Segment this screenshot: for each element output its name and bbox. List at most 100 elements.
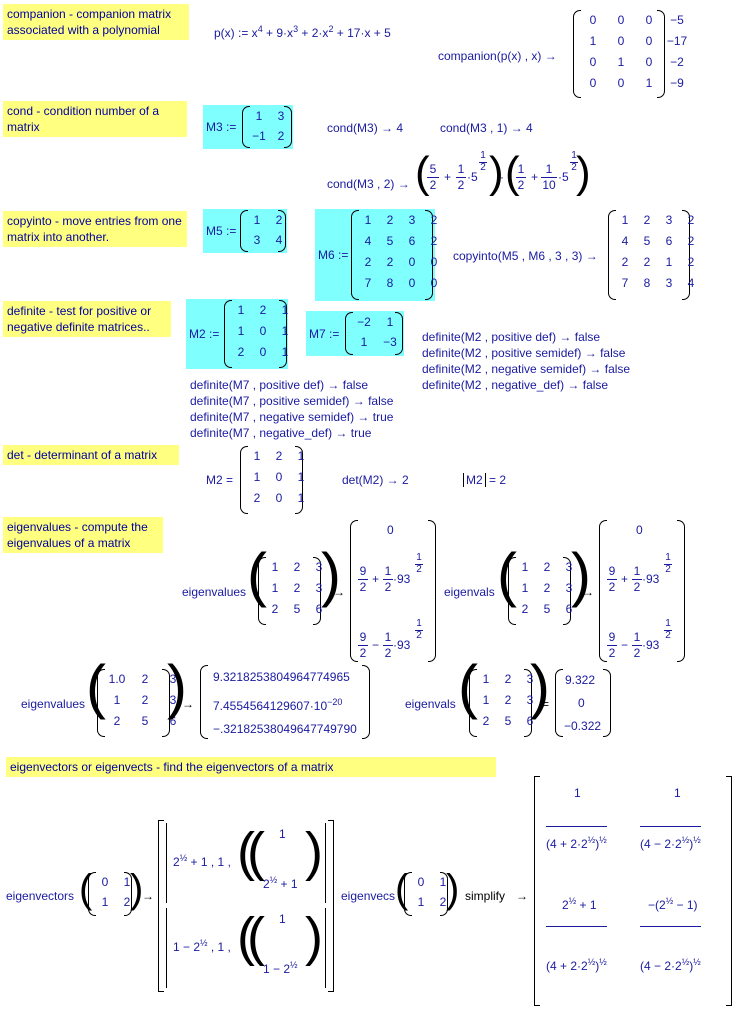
matrix-cell: 2 (543, 581, 551, 595)
paren-left: ( (237, 822, 255, 882)
paren-right: ) (446, 867, 460, 911)
matrix-cell: 5 (141, 714, 149, 728)
matrix-cell: 8 (386, 276, 394, 290)
m7-definition[interactable] (306, 311, 404, 356)
matrix-cell: 2 (643, 213, 651, 227)
num: 1 (545, 162, 553, 176)
eigenvalues-fn[interactable]: eigenvalues (182, 585, 247, 599)
cond-m3-1-result[interactable]: cond(M3 , 1) → 4 (440, 121, 533, 135)
m2-definition[interactable] (186, 299, 288, 369)
matrix-cell: 2 (237, 345, 245, 359)
den: 2 (608, 580, 616, 594)
den: 10 (542, 178, 556, 192)
eigenvalues-float-fn[interactable]: eigenvalues (21, 697, 86, 711)
eigenvecs-fn[interactable]: eigenvecs (341, 889, 396, 903)
matrix-cell: 6 (315, 602, 323, 616)
eigenvals-float-fn[interactable]: eigenvals (405, 697, 456, 711)
op: + (372, 572, 380, 586)
matrix-cell: 1 (364, 213, 372, 227)
matrix-cell: 0 (589, 76, 597, 90)
exp: 4 (257, 24, 263, 34)
den: 2 (517, 178, 525, 192)
paren-right: ) (571, 541, 591, 608)
arrow: → (582, 585, 594, 599)
base: ·93 (393, 638, 411, 652)
polynomial-definition[interactable]: p(x) := x4 + 9·x3 + 2·x2 + 17·x + 5 (214, 24, 391, 40)
matrix-cell: 1 (617, 55, 625, 69)
cond-label: cond - condition number of a matrix (3, 101, 187, 137)
matrix-cell: 2 (259, 303, 267, 317)
matrix-cell: 3 (277, 109, 285, 123)
matrix-cell: 2 (430, 213, 438, 227)
result-line[interactable]: definite(M2 , negative semidef) → false (422, 362, 631, 376)
op: − (621, 638, 629, 652)
eigenvectors-label: eigenvectors or eigenvects - find the ei… (6, 757, 496, 777)
value: 0 (578, 696, 585, 710)
copyinto-call[interactable]: copyinto(M5 , M6 , 3 , 3) → (453, 249, 598, 263)
paren-left: ( (505, 148, 520, 197)
plus: + (444, 170, 452, 184)
matrix-cell: 1.0 (108, 672, 126, 686)
paren-right: ) (530, 653, 550, 720)
result-line[interactable]: definite(M7 , negative semidef) → true (190, 410, 394, 424)
cond-m3-2-call[interactable]: cond(M3 , 2) → (327, 177, 410, 191)
cond-m3-result[interactable]: cond(M3) → 4 (327, 121, 404, 135)
eigenvectors-fn[interactable]: eigenvectors (6, 889, 75, 903)
result-line[interactable]: definite(M7 , positive def) → false (190, 378, 369, 392)
matrix-cell: 0 (259, 345, 267, 359)
eigenvecs-result: 1 (4 + 2·2½)½ 1 (4 − 2·2½)½ 2½ + 1 (4 + … (534, 776, 732, 1006)
expr: 1 − 2½ , 1 , (173, 938, 231, 954)
companion-call[interactable]: companion(p(x) , x) → (438, 49, 557, 63)
den: 2 (384, 646, 392, 660)
result-line[interactable]: definite(M7 , positive semidef) → false (190, 394, 394, 408)
paren-left: ( (415, 148, 430, 197)
matrix-cell: 3 (526, 693, 534, 707)
simplify-keyword[interactable]: simplify (465, 889, 506, 903)
result-line[interactable]: definite(M7 , negative_def) → true (190, 426, 372, 440)
matrix-cell: 1 (281, 303, 289, 317)
value: 1 − 2½ (263, 960, 298, 976)
matrix-cell: 0 (645, 13, 653, 27)
result-line[interactable]: definite(M2 , positive semidef) → false (422, 346, 626, 360)
paren-right: ) (489, 148, 504, 197)
eigenvalues-label: eigenvalues - compute the eigenvalues of… (3, 517, 163, 553)
def-text: + 2·x (298, 26, 329, 40)
result-line[interactable]: definite(M2 , positive def) → false (422, 330, 601, 344)
exp: 2 (328, 24, 334, 34)
definite-m2-results: definite(M2 , positive def) → false defi… (422, 329, 630, 393)
matrix-cell: 2 (687, 255, 695, 269)
abs-m2[interactable]: M2 = 2 (463, 473, 506, 487)
value: 0 (387, 523, 394, 537)
m6-definition[interactable] (315, 209, 435, 301)
cell: 1 (674, 786, 681, 800)
result-line[interactable]: definite(M2 , negative_def) → false (422, 378, 609, 392)
matrix-cell: −2 (670, 55, 684, 69)
matrix-cell: 1 (281, 345, 289, 359)
matrix-cell: 4 (364, 234, 372, 248)
matrix-cell: 2 (386, 255, 394, 269)
matrix-cell: −9 (670, 76, 684, 90)
matrix-cell: 1 (281, 324, 289, 338)
value: 9.322 (565, 673, 596, 687)
den: 2 (633, 646, 641, 660)
eigenvals-fn[interactable]: eigenvals (444, 585, 495, 599)
matrix-cell: 6 (408, 234, 416, 248)
matrix-cell: −2 (357, 315, 371, 329)
op: + (621, 572, 629, 586)
matrix-cell: 2 (271, 602, 279, 616)
matrix-cell: 1 (665, 255, 673, 269)
den: 2 (359, 646, 367, 660)
exp: 3 (293, 24, 299, 34)
den: 2 (633, 580, 641, 594)
abs-value: M2 (463, 473, 486, 487)
matrix-cell: 5 (643, 234, 651, 248)
value: −0.322 (564, 719, 602, 733)
mantissa: 7.4554564129607·10 (213, 699, 328, 713)
det-result[interactable]: det(M2) → 2 (342, 473, 409, 487)
matrix-cell: 2 (141, 672, 149, 686)
